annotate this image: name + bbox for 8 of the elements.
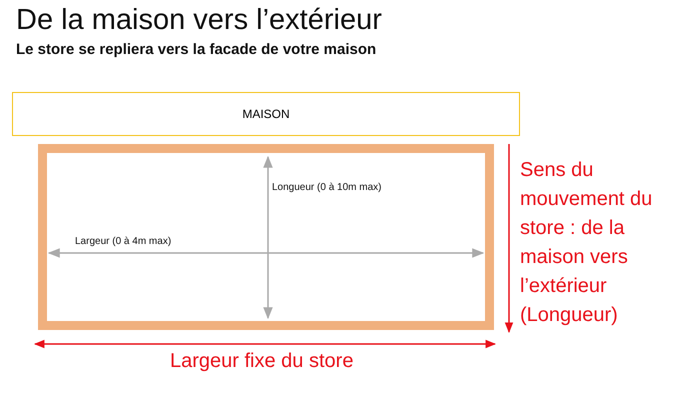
- awning-frame: [38, 144, 494, 330]
- dimension-label: Largeur fixe du store: [170, 350, 354, 373]
- dimension-label: Longueur (0 à 10m max): [272, 182, 382, 193]
- direction-label: Sens du mouvement du store : de la maison vers l’extérieur (Longueur): [520, 158, 654, 328]
- dimension-label: Largeur (0 à 4m max): [75, 236, 172, 247]
- subtitle: Le store se repliera vers la facade de votre maison: [16, 41, 376, 58]
- house-box: MAISON: [12, 92, 520, 136]
- title: De la maison vers l’extérieur: [16, 4, 382, 37]
